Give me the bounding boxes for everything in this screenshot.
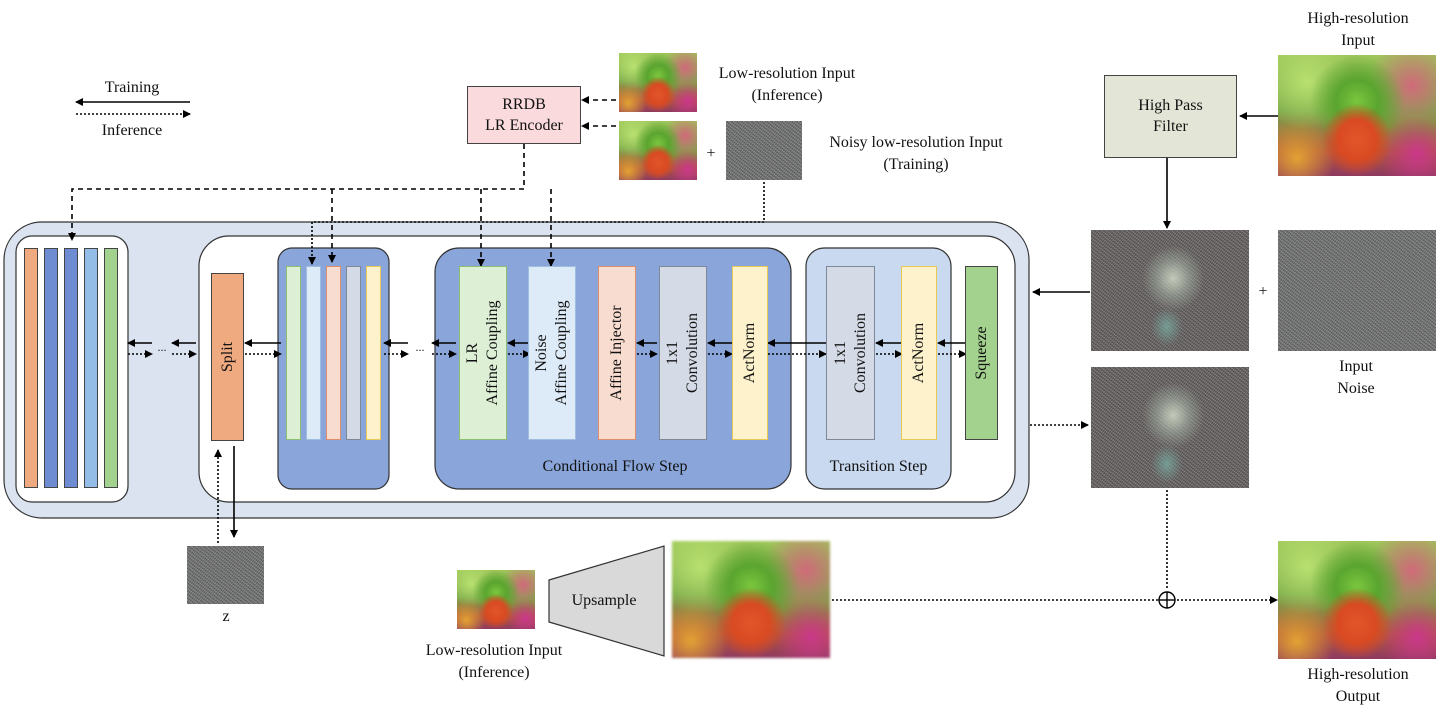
mini-block-5 — [366, 266, 381, 440]
actnorm-transition-label: ActNorm — [910, 322, 927, 384]
rrdb-encoder-line2: LR Encoder — [485, 117, 563, 134]
conv-1x1-transition-line1: 1x1 — [831, 341, 849, 366]
z-noise-image — [187, 546, 264, 604]
plus-sign-top: + — [706, 145, 716, 162]
mini-block-3 — [326, 266, 341, 440]
conv-1x1-cond-label: 1x1 Convolution — [663, 313, 703, 393]
noise-affine-coupling: Noise Affine Coupling — [528, 266, 576, 440]
level-bar-5 — [104, 248, 118, 488]
squeeze-label: Squeeze — [972, 326, 990, 380]
actnorm-cond: ActNorm — [732, 266, 768, 440]
high-pass-filter-line2: Filter — [1153, 118, 1188, 135]
level-bar-3 — [64, 248, 78, 488]
plus-sign-right: + — [1258, 283, 1268, 300]
conv-1x1-transition: 1x1 Convolution — [826, 266, 875, 440]
high-pass-image — [1091, 230, 1249, 351]
input-noise-label-1: Input — [1339, 358, 1373, 375]
ellipsis-1: ... — [157, 340, 167, 354]
transition-caption: Transition Step — [829, 458, 928, 475]
upsample-label: Upsample — [571, 592, 637, 609]
noisy-input-label-1: Noisy low-resolution Input — [829, 134, 1003, 151]
squeeze-block: Squeeze — [965, 266, 998, 440]
lr-input-image-top — [619, 53, 697, 112]
noise-affine-coupling-label: Noise Affine Coupling — [532, 300, 572, 405]
legend-training: Training — [104, 79, 160, 96]
mini-block-4 — [346, 266, 361, 440]
hr-input-image — [1278, 55, 1436, 176]
conv-1x1-cond: 1x1 Convolution — [659, 266, 707, 440]
level-bar-2 — [44, 248, 58, 488]
split-block: Split — [211, 273, 244, 441]
hr-output-label-2: Output — [1335, 688, 1381, 705]
level-bar-4 — [84, 248, 98, 488]
conditional-flow-caption: Conditional Flow Step — [542, 458, 688, 475]
lr-input-bottom-label-1: Low-resolution Input — [425, 642, 563, 659]
input-noise-image — [1278, 230, 1436, 351]
lr-input-bottom-label-2: (Inference) — [458, 664, 530, 681]
actnorm-cond-label: ActNorm — [741, 322, 758, 384]
split-label: Split — [218, 341, 236, 373]
upsampled-image — [672, 541, 830, 658]
noise-affine-coupling-line1: Noise — [533, 334, 550, 372]
hr-output-image — [1278, 541, 1436, 659]
noise-image-top — [726, 121, 802, 180]
affine-injector-label: Affine Injector — [608, 305, 625, 401]
affine-injector: Affine Injector — [598, 266, 636, 440]
high-pass-filter-line1: High Pass — [1138, 97, 1203, 114]
upsample-trapezoid — [548, 545, 665, 657]
input-noise-label-2: Noise — [1337, 380, 1375, 397]
rrdb-encoder-line1: RRDB — [502, 96, 546, 113]
conv-1x1-transition-line2: Convolution — [851, 312, 869, 394]
lr-affine-coupling-line2: Affine Coupling — [484, 300, 501, 406]
mini-block-2 — [306, 266, 321, 440]
lr-input-top-label-1: Low-resolution Input — [718, 65, 856, 82]
conv-1x1-cond-line1: 1x1 — [664, 341, 681, 366]
z-label: z — [222, 608, 230, 625]
high-pass-filter: High Pass Filter — [1104, 75, 1237, 158]
hr-input-label-1: High-resolution — [1307, 10, 1409, 27]
legend-inference: Inference — [101, 122, 163, 139]
noise-affine-coupling-line2: Affine Coupling — [553, 300, 570, 406]
inference-output-noise-image — [1091, 367, 1249, 488]
lr-affine-coupling: LR Affine Coupling — [459, 266, 507, 440]
lr-input-image-bottom — [457, 570, 535, 629]
hr-input-label-2: Input — [1341, 32, 1375, 49]
mini-block-1 — [286, 266, 301, 440]
lr-affine-coupling-line1: LR — [464, 342, 481, 364]
lr-input-image-training — [619, 121, 697, 180]
conv-1x1-transition-label: 1x1 Convolution — [831, 313, 871, 393]
hr-output-label-1: High-resolution — [1307, 666, 1409, 683]
actnorm-transition: ActNorm — [901, 266, 937, 440]
lr-affine-coupling-label: LR Affine Coupling — [463, 300, 503, 405]
lr-input-top-label-2: (Inference) — [751, 87, 823, 104]
noisy-input-label-2: (Training) — [883, 156, 949, 173]
conv-1x1-cond-line2: Convolution — [684, 312, 701, 394]
ellipsis-2: ... — [415, 340, 425, 354]
rrdb-encoder: RRDB LR Encoder — [467, 86, 581, 144]
level-bar-1 — [24, 248, 38, 488]
